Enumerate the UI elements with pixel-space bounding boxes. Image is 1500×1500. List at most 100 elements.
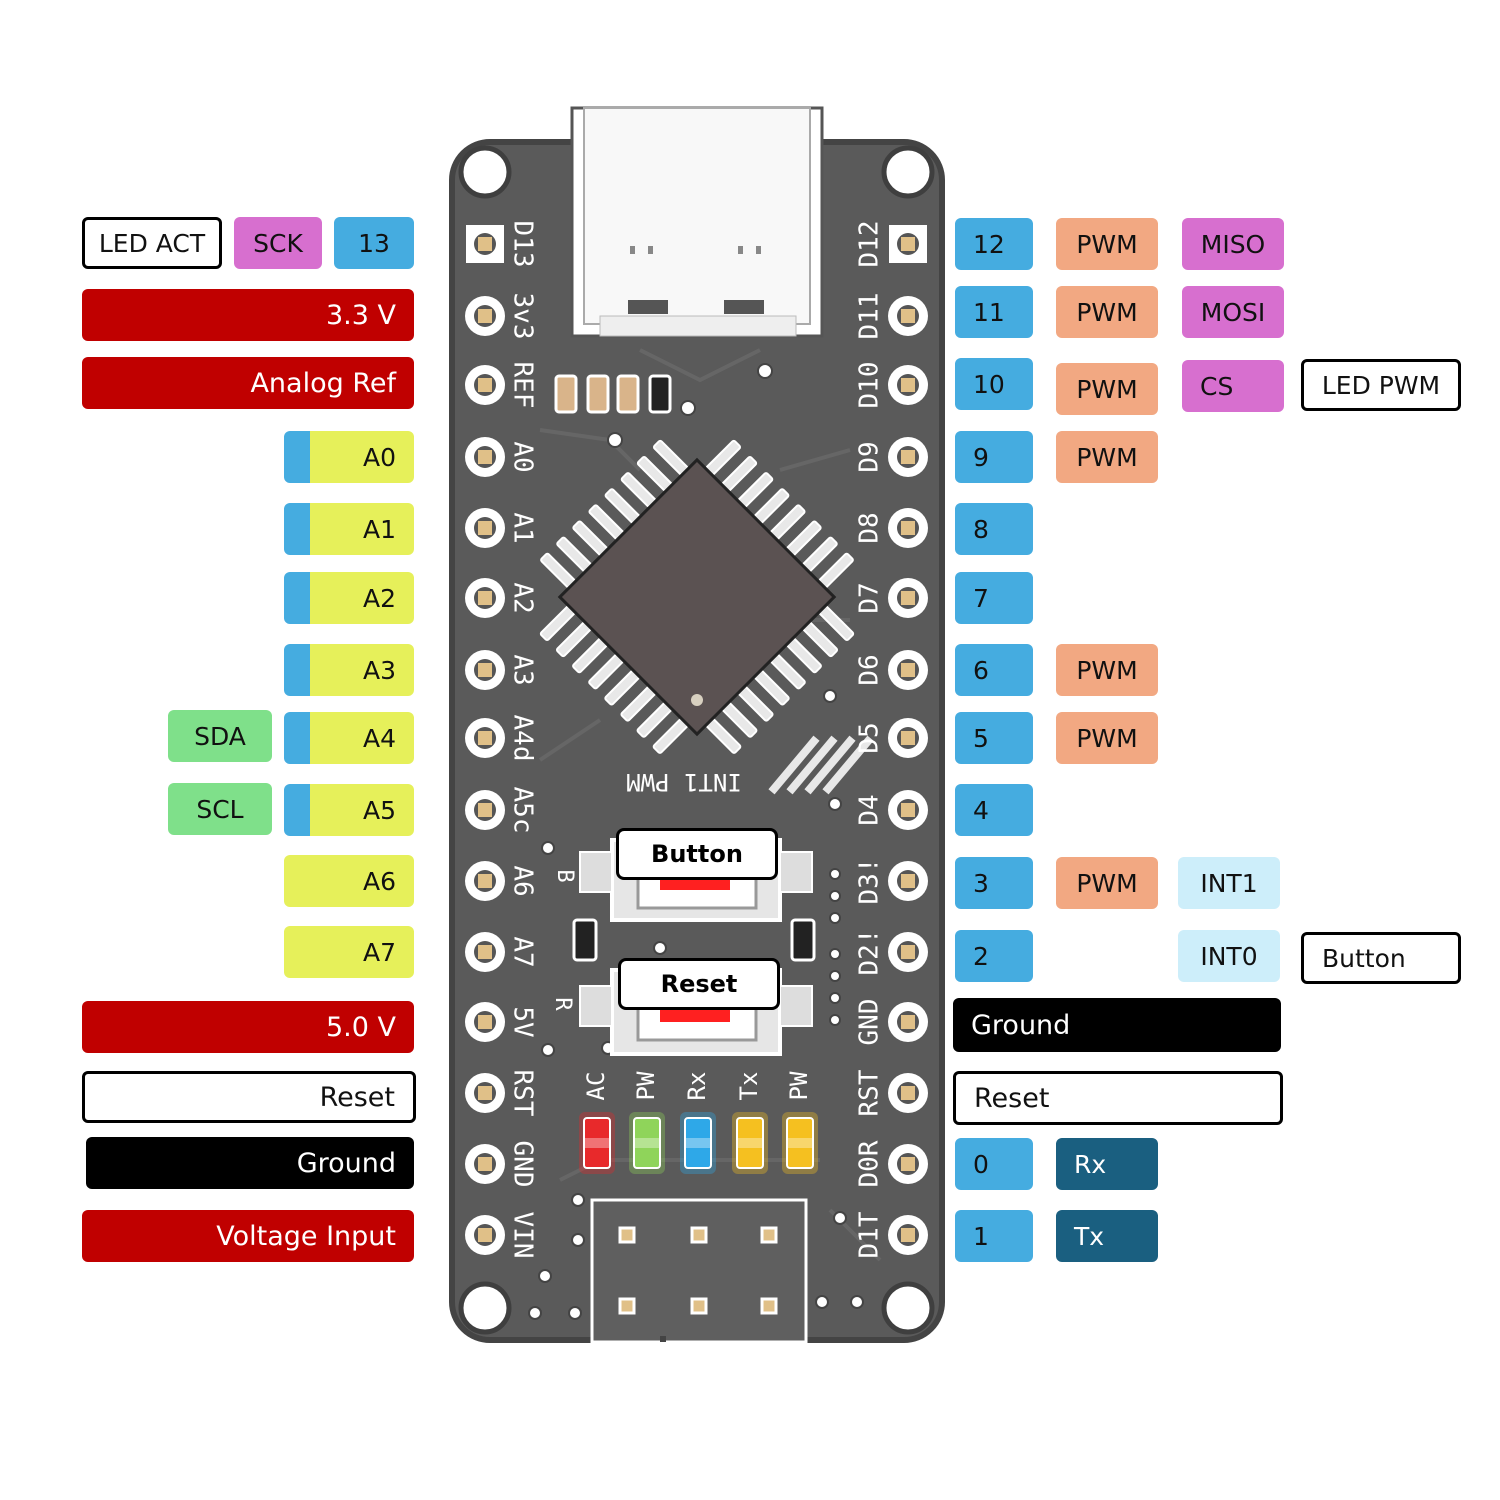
mosi-label: MOSI: [1182, 286, 1284, 338]
silk-b: B: [552, 869, 577, 882]
int1-label: INT1: [1178, 857, 1280, 909]
header-pin-right-12: [888, 1002, 928, 1042]
pin-11-pwm-label: PWM: [1056, 286, 1158, 338]
header-pin-right-1: [889, 225, 927, 263]
rx-label: Rx: [1056, 1138, 1158, 1190]
header-pin-left-4: [465, 437, 505, 477]
silk-label-left-14: GND: [508, 1141, 538, 1188]
pin-4-label: 4: [955, 784, 1033, 836]
pin-9-label: 9: [955, 431, 1033, 483]
a5-label: A5: [284, 784, 414, 836]
silk-label-left-2: 3v3: [508, 293, 538, 340]
silk-label-left-15: VIN: [508, 1212, 538, 1259]
led-label-1: AC: [582, 1072, 610, 1101]
reset-left-label: Reset: [82, 1071, 416, 1123]
pin-6-pwm-label: PWM: [1056, 644, 1158, 696]
silk-label-left-9: A5c: [508, 787, 538, 834]
silk-label-right-13: RST: [855, 1069, 885, 1116]
led-pwm-label: LED PWM: [1301, 359, 1461, 411]
sck-label: SCK: [234, 217, 322, 269]
pin-6-label: 6: [955, 644, 1033, 696]
pin-9-pwm-label: PWM: [1056, 431, 1158, 483]
header-pin-right-5: [888, 508, 928, 548]
miso-label: MISO: [1182, 218, 1284, 270]
silk-label-right-6: D7: [855, 582, 885, 613]
pin-1-label: 1: [955, 1210, 1033, 1262]
icsp-header: [590, 1198, 808, 1344]
vias: [528, 363, 864, 1320]
silk-label-left-3: REF: [508, 362, 538, 409]
usb-c-connector: [570, 106, 824, 338]
header-pin-right-14: [888, 1144, 928, 1184]
button-pin-label: Button: [1301, 932, 1461, 984]
pin-11-label: 11: [955, 286, 1033, 338]
header-pin-right-8: [888, 718, 928, 758]
silk-label-left-11: A7: [508, 936, 538, 967]
silk-label-left-1: D13: [508, 221, 538, 268]
led-3: Rx: [680, 1072, 716, 1174]
header-pin-right-2: [888, 296, 928, 336]
silk-label-left-6: A2: [508, 582, 538, 613]
pin-10-label: 10: [955, 358, 1033, 410]
led-2: PW: [629, 1071, 665, 1174]
a6-label: A6: [284, 855, 414, 907]
led-label-2: PW: [632, 1071, 660, 1100]
pin-7-label: 7: [955, 572, 1033, 624]
header-pin-left-15: [465, 1215, 505, 1255]
silk-label-right-4: D9: [855, 441, 885, 472]
silk-label-right-8: D5: [855, 722, 885, 753]
header-pin-left-10: [465, 861, 505, 901]
smd-components: [554, 374, 816, 962]
a2-label: A2: [284, 572, 414, 624]
pin-2-label: 2: [955, 930, 1033, 982]
silk-label-right-1: D12: [855, 221, 885, 268]
silk-label-left-12: 5V: [508, 1006, 538, 1037]
led-label-3: Rx: [683, 1072, 711, 1101]
header-pin-right-13: [888, 1073, 928, 1113]
sda-label: SDA: [168, 710, 272, 762]
header-pin-left-1: [466, 225, 504, 263]
header-pin-right-9: [888, 790, 928, 830]
header-pin-left-3: [465, 365, 505, 405]
ground-right-label: Ground: [953, 998, 1281, 1052]
silk-label-right-9: D4: [855, 794, 885, 825]
header-pin-left-11: [465, 932, 505, 972]
pin-12-label: 12: [955, 218, 1033, 270]
pin-3-pwm-label: PWM: [1056, 857, 1158, 909]
silk-label-right-2: D11: [855, 293, 885, 340]
pin-5-label: 5: [955, 712, 1033, 764]
header-pin-right-11: [888, 932, 928, 972]
header-pin-left-13: [465, 1073, 505, 1113]
led-1: AC: [579, 1072, 615, 1174]
scl-label: SCL: [168, 783, 272, 835]
3v3-label: 3.3 V: [82, 289, 414, 341]
pin-8-label: 8: [955, 503, 1033, 555]
vin-label: Voltage Input: [82, 1210, 414, 1262]
a1-label: A1: [284, 503, 414, 555]
header-pin-left-5: [465, 508, 505, 548]
int0-label: INT0: [1178, 930, 1280, 982]
led-label-4: Tx: [735, 1072, 763, 1101]
pin-3-label: 3: [955, 857, 1033, 909]
reset-right-label: Reset: [953, 1071, 1283, 1125]
pin-10-pwm-label: PWM: [1056, 363, 1158, 415]
header-pin-right-7: [888, 650, 928, 690]
mounting-holes: [458, 145, 935, 1335]
cs-label: CS: [1182, 360, 1284, 412]
header-pin-right-10: [888, 861, 928, 901]
header-pin-left-2: [465, 296, 505, 336]
led-4: Tx: [732, 1072, 768, 1174]
a4-label: A4: [284, 712, 414, 764]
reset-callout: Reset: [618, 958, 780, 1010]
header-pin-right-15: [888, 1215, 928, 1255]
header-pin-right-6: [888, 578, 928, 618]
silk-label-left-13: RST: [508, 1070, 538, 1117]
header-pin-left-7: [465, 650, 505, 690]
pin-0-label: 0: [955, 1138, 1033, 1190]
silk-label-right-11: D2!: [855, 929, 885, 976]
led-act-label: LED ACT: [82, 217, 222, 269]
header-pin-left-9: [465, 790, 505, 830]
silk-label-right-3: D10: [855, 362, 885, 409]
